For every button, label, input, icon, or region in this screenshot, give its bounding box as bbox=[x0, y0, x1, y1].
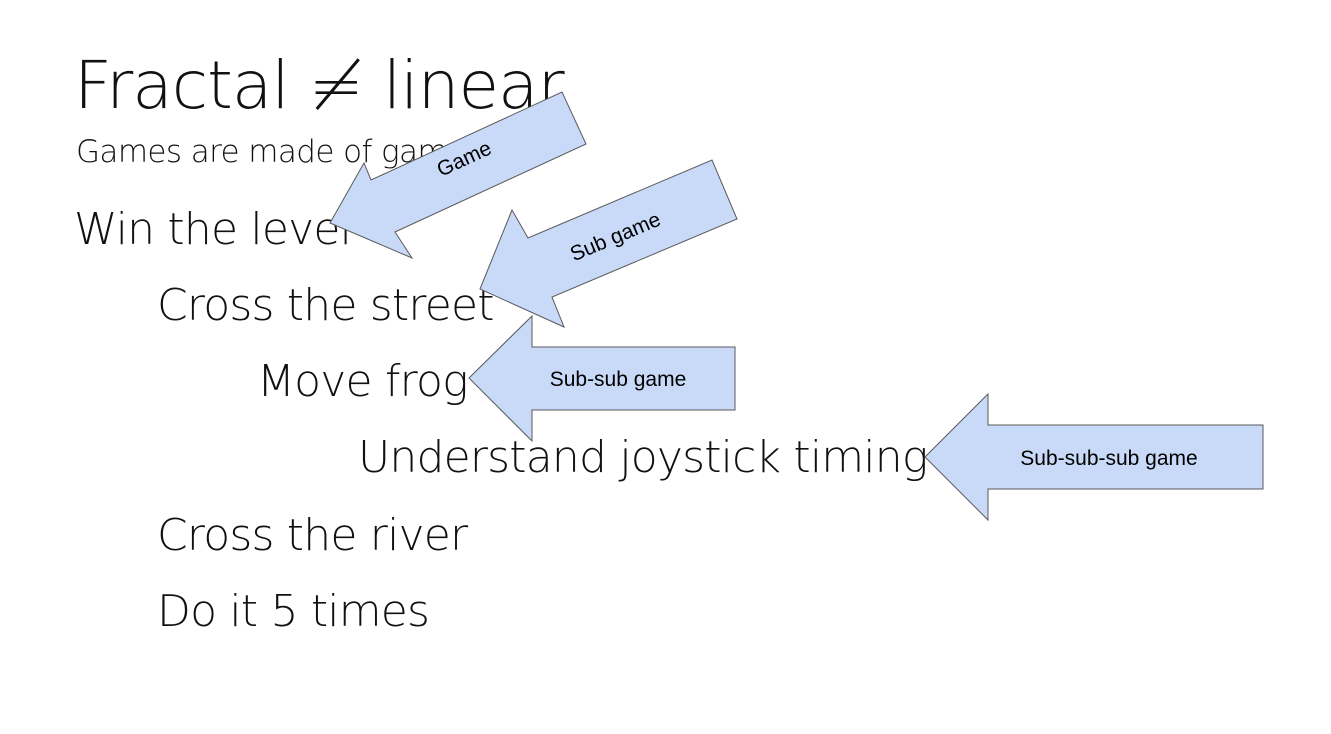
bullet-understand-joystick-timing: Understand joystick timing bbox=[358, 432, 928, 483]
arrow-sub-sub-game-shape bbox=[468, 314, 736, 443]
arrow-sub-game-shape bbox=[479, 159, 738, 328]
arrow-sub-sub-sub-game-label: Sub-sub-sub game bbox=[1020, 447, 1197, 470]
bullet-cross-the-river: Cross the river bbox=[157, 510, 468, 561]
arrow-sub-sub-sub-game: Sub-sub-sub game bbox=[924, 392, 1264, 522]
arrow-game-shape bbox=[329, 91, 587, 260]
arrow-sub-sub-game-label: Sub-sub game bbox=[550, 368, 687, 391]
bullet-cross-the-street: Cross the street bbox=[157, 280, 494, 331]
arrow-sub-game: Sub game bbox=[479, 159, 738, 328]
bullet-win-the-level: Win the level bbox=[74, 204, 352, 255]
arrow-sub-sub-sub-game-shape bbox=[924, 392, 1264, 522]
arrow-sub-sub-game: Sub-sub game bbox=[468, 314, 736, 443]
slide-title: Fractal ≠ linear bbox=[74, 47, 565, 124]
bullet-do-it-5-times: Do it 5 times bbox=[157, 586, 430, 637]
bullet-move-frog: Move frog bbox=[257, 356, 469, 407]
